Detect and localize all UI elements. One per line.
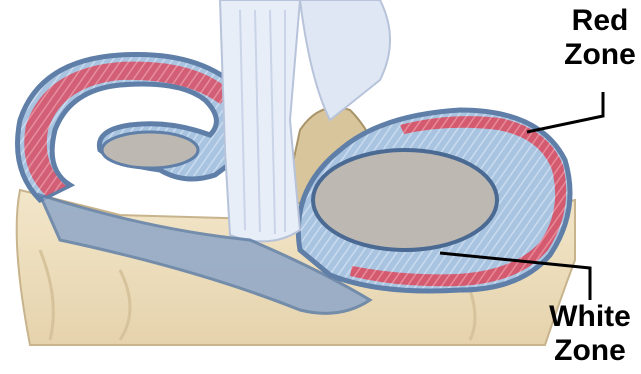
white-zone-label-line2: Zone: [540, 334, 640, 368]
white-zone-label: White Zone: [540, 300, 640, 368]
red-zone-label-line2: Zone: [562, 38, 638, 72]
red-zone-leader-line: [527, 92, 603, 132]
white-zone-label-line1: White: [540, 300, 640, 334]
posterior-ligament: [300, 0, 390, 120]
lateral-cartilage: [102, 132, 198, 168]
red-zone-label: Red Zone: [562, 4, 638, 72]
red-zone-label-line1: Red: [562, 4, 638, 38]
medial-cartilage: [313, 150, 497, 250]
